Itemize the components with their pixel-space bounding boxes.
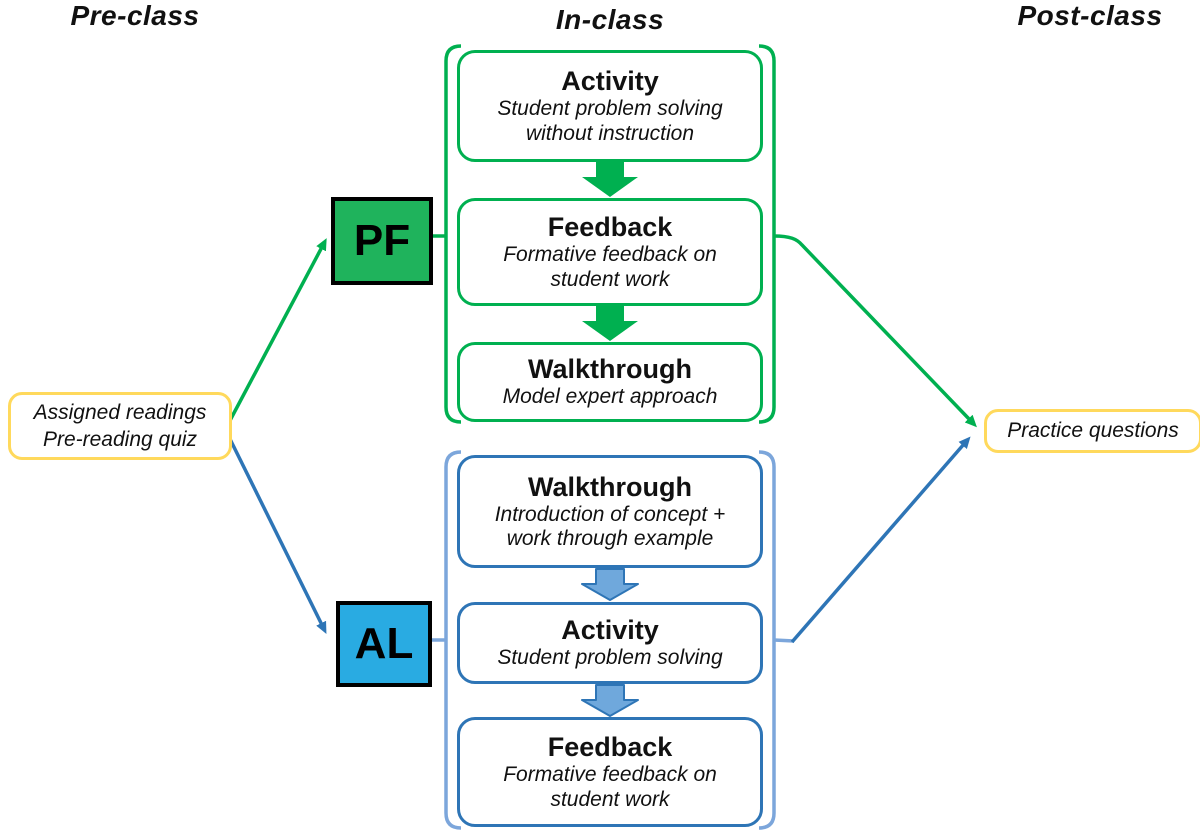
step-desc: Student problem solving — [497, 646, 722, 670]
al-bracket-stub — [773, 638, 795, 643]
header-post-class: Post-class — [1017, 0, 1163, 31]
post-class-label: Practice questions — [1007, 419, 1179, 443]
pf-step-arrow-2 — [582, 305, 638, 341]
al-label: AL — [354, 619, 414, 668]
step-desc: Introduction of concept + work through e… — [495, 503, 726, 552]
step-title: Walkthrough — [528, 354, 692, 385]
pf-to-postclass-arrow — [773, 234, 977, 428]
pre-class-node: Assigned readings Pre-reading quiz — [8, 392, 232, 460]
step-desc-line: Formative feedback on — [503, 243, 717, 267]
pre-class-line-1: Assigned readings — [33, 400, 207, 424]
step-desc-line: Formative feedback on — [503, 763, 717, 787]
header-pre-class: Pre-class — [70, 0, 200, 31]
post-class-node: Practice questions — [984, 409, 1200, 453]
step-title: Feedback — [547, 732, 673, 763]
step-desc: Model expert approach — [503, 385, 718, 409]
al-step-arrow-1 — [581, 568, 639, 601]
step-desc: Student problem solving without instruct… — [497, 97, 722, 146]
step-desc-line: without instruction — [525, 121, 695, 145]
step-desc-line: student work — [550, 787, 670, 811]
al-step-walkthrough: Walkthrough Introduction of concept + wo… — [457, 455, 763, 568]
step-title: Activity — [561, 66, 659, 97]
step-desc-line: Student problem solving — [497, 646, 723, 670]
al-to-postclass-arrow — [790, 436, 971, 644]
step-desc: Formative feedback on student work — [503, 243, 717, 292]
step-desc-line: Model expert approach — [502, 385, 718, 409]
pf-step-feedback: Feedback Formative feedback on student w… — [457, 198, 763, 306]
pre-class-line-2: Pre-reading quiz — [42, 428, 198, 451]
preclass-to-pf-arrow — [224, 238, 327, 429]
step-title: Feedback — [547, 212, 673, 243]
step-title: Activity — [561, 615, 659, 646]
step-desc-line: student work — [550, 267, 670, 291]
al-step-feedback: Feedback Formative feedback on student w… — [457, 717, 763, 827]
step-desc-line: work through example — [506, 527, 714, 551]
preclass-to-al-arrow — [224, 430, 327, 634]
step-desc-line: Student problem solving — [497, 97, 723, 121]
step-desc: Formative feedback on student work — [503, 763, 717, 812]
al-step-arrow-2 — [581, 684, 639, 717]
step-title: Walkthrough — [528, 471, 692, 502]
pf-badge: PF — [331, 197, 433, 285]
header-in-class: In-class — [555, 4, 665, 35]
pf-label: PF — [353, 216, 411, 265]
pf-step-activity: Activity Student problem solving without… — [457, 50, 763, 162]
pf-step-arrow-1 — [582, 161, 638, 197]
step-desc-line: Introduction of concept + — [494, 502, 726, 526]
al-step-activity: Activity Student problem solving — [457, 602, 763, 684]
al-badge: AL — [336, 601, 432, 687]
pf-step-walkthrough: Walkthrough Model expert approach — [457, 342, 763, 422]
